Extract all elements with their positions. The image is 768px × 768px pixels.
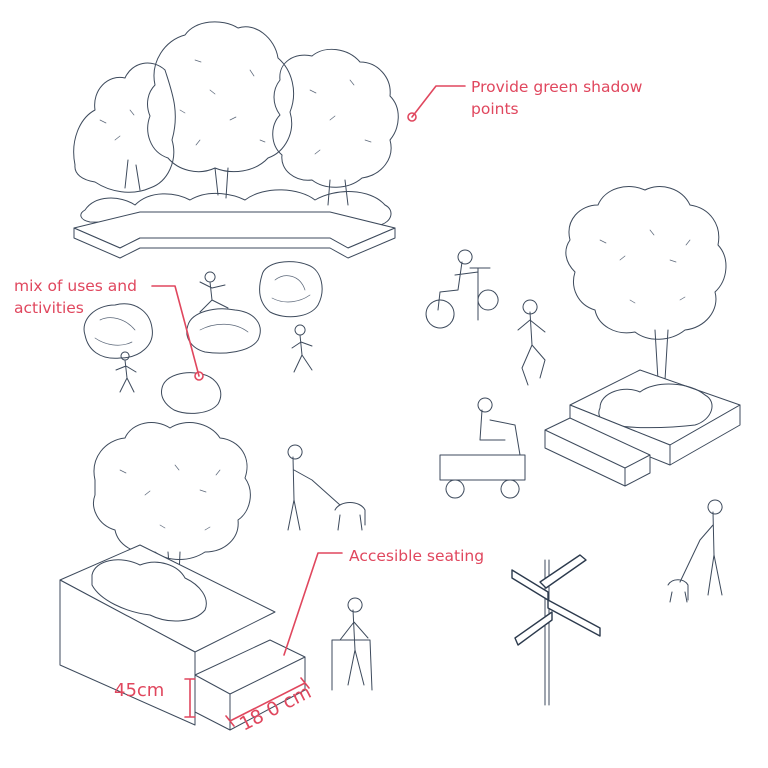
- people-bottom: [331, 499, 723, 706]
- annotation-mix-uses: mix of uses and activities: [14, 277, 137, 317]
- seating-bl: [194, 639, 306, 731]
- person-walking-dog: [667, 499, 723, 603]
- wheelchair-user-with-table: [425, 249, 499, 329]
- tree-canopy-center: [147, 21, 294, 173]
- tree-group-top: [73, 21, 399, 259]
- people-center: [287, 249, 546, 531]
- annotation-accessible-seating: Accesible seating: [349, 547, 485, 565]
- signpost-arm-lower-left: [514, 611, 553, 646]
- jogger: [517, 299, 546, 386]
- rock-1: [83, 303, 153, 359]
- person-with-guide-dog: [287, 444, 366, 531]
- shrubs-bl: [91, 559, 207, 622]
- tree-canopy-left: [73, 62, 176, 193]
- tree-canopy-bottom-left: [93, 422, 251, 560]
- rocks-play-area: [83, 261, 323, 414]
- bench-right: [544, 417, 651, 487]
- dim-length-marker: [225, 677, 310, 727]
- person-with-walker: [331, 597, 373, 691]
- signpost-arm-upper-right: [539, 554, 587, 589]
- tree-canopy-right: [272, 48, 399, 188]
- tree-trunks: [124, 159, 349, 206]
- tree-canopy-right-planter: [565, 186, 727, 340]
- dim-height-marker: [184, 678, 196, 718]
- planter-top-front: [73, 227, 396, 259]
- leader-seating: [283, 552, 343, 656]
- mobility-scooter-rider: [439, 397, 526, 499]
- leader-mix: [151, 285, 200, 377]
- dimension-height: 45cm: [114, 680, 165, 701]
- leader-shadow: [411, 85, 466, 118]
- canopy-texture: [99, 59, 372, 155]
- rock-2: [186, 308, 261, 354]
- tree-trunk-right: [654, 329, 669, 381]
- tree-group-bottom-left: [59, 422, 306, 731]
- signpost-arm-lower-right: [547, 599, 601, 637]
- child-jumping: [199, 271, 229, 313]
- annotation-leaders: [151, 85, 466, 727]
- annotation-green-shadow: Provide green shadow points: [471, 78, 643, 118]
- tree-group-right: [544, 186, 741, 487]
- planter-bl-front: [59, 579, 196, 726]
- rock-3: [259, 261, 323, 318]
- rock-4: [161, 372, 222, 414]
- child-running: [291, 324, 313, 373]
- child-climbing: [115, 351, 137, 393]
- planter-right-side: [669, 404, 741, 466]
